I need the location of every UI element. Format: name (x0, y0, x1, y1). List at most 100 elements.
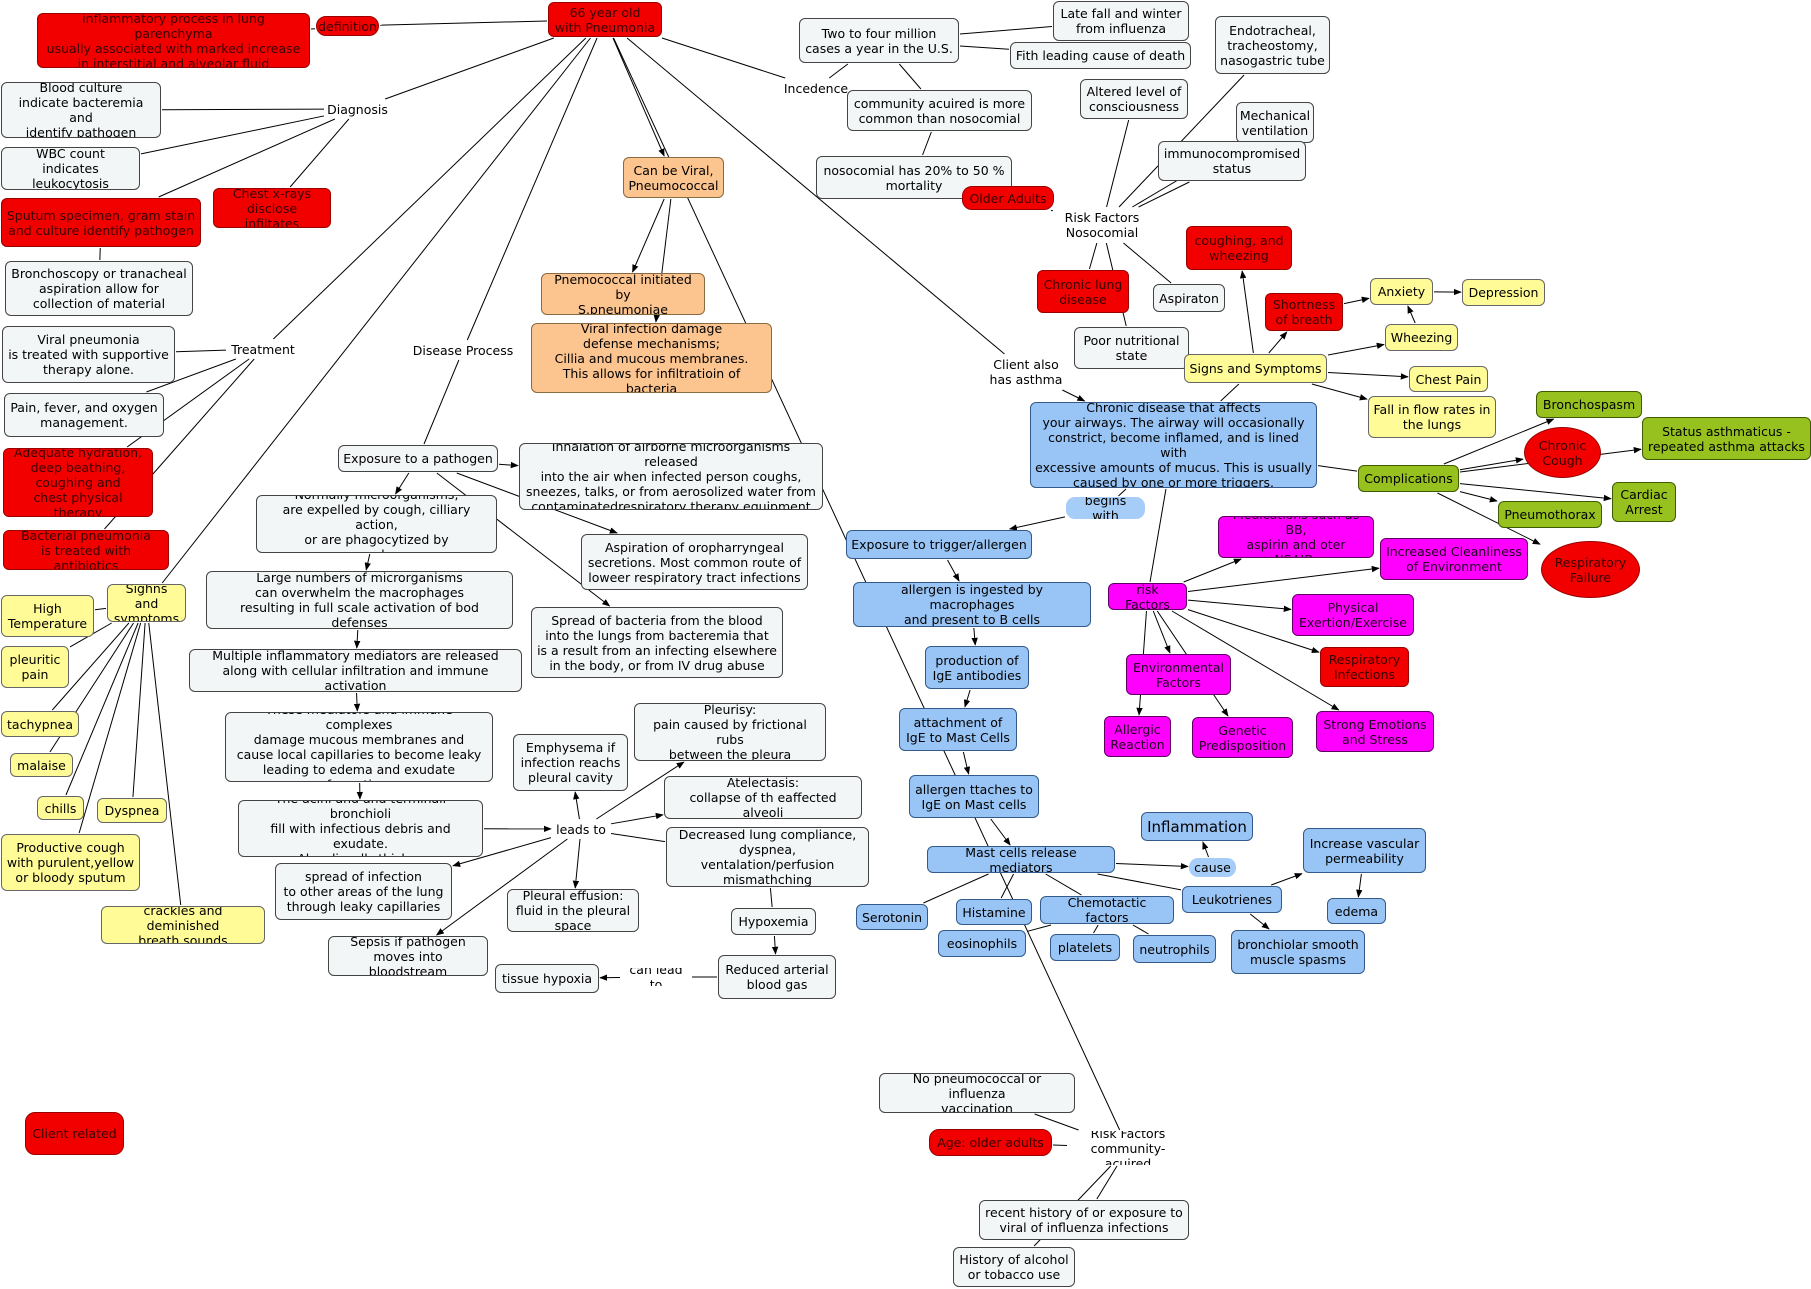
connector-root-to-client-asthma (626, 37, 1005, 355)
connector-risk-factors-a-to-medications (1183, 558, 1242, 583)
connector-mast-release-to-leukotrienes (1097, 873, 1182, 891)
bronchospasm-node: Bronchospasm (1536, 391, 1642, 418)
chronic-cough-node: Chronic Cough (1524, 427, 1601, 478)
pleurisy-node: Pleurisy: pain caused by frictional rubs… (634, 703, 826, 761)
can-lead-link-label: can lead to (621, 968, 691, 986)
connector-rf-nosocomial-to-immuno (1138, 181, 1190, 208)
client-related-node: Client related (25, 1112, 124, 1155)
connector-complications-to-cardiac (1459, 483, 1612, 502)
status-asth-node: Status asthmaticus - repeated asthma att… (1642, 417, 1811, 460)
connector-root-to-incidence (661, 37, 786, 79)
tachypnea-node: tachypnea (1, 711, 79, 737)
eosinophils-node: eosinophils (938, 930, 1026, 957)
anxiety-node: Anxiety (1370, 278, 1433, 305)
connector-client-asthma-to-chronic-disease (1062, 389, 1086, 402)
sepsis-node: Sepsis if pathogen moves into bloodstrea… (328, 936, 488, 976)
hydration-node: Adequate hydration, deep beathing, cough… (3, 448, 153, 517)
atelectasis-node: Atelectasis: collapse of th eaffected al… (664, 776, 862, 819)
wheezing-node: Wheezing (1385, 324, 1458, 351)
connector-rf-nosocomial-to-altered (1106, 119, 1130, 208)
productive-node: Productive cough with purulent,yellow or… (1, 834, 140, 891)
rf-community-link-label: Risk Factors community-acuired (1068, 1131, 1188, 1165)
connector-exposure-to-normally (395, 472, 410, 495)
connector-signs-symptoms-to-wheezing (1327, 342, 1385, 356)
increase-vasc-node: Increase vascular permeability (1303, 828, 1426, 873)
serotonin-node: Serotonin (856, 904, 928, 930)
pain-mgmt-node: Pain, fever, and oxygen management. (4, 393, 164, 437)
chronic-lung-node: Chronic lung disease (1037, 270, 1129, 313)
mechanical-node: Mechanical ventilation (1236, 102, 1314, 143)
cause-node: cause (1189, 858, 1236, 877)
connector-rf-community-to-no-vaccine (1034, 1113, 1079, 1131)
connector-two-four-to-late-fall (959, 26, 1053, 35)
cardiac-node: Cardiac Arrest (1612, 482, 1676, 522)
connector-root-to-viral-pneumo (612, 37, 665, 157)
blood-culture-node: Blood culture indicate bacteremia and id… (1, 82, 161, 138)
wbc-node: WBC count indicates leukocytosis (1, 147, 140, 190)
edema-node: edema (1327, 898, 1386, 924)
connector-ige-prod-to-attachment (963, 689, 971, 708)
connector-shortness-to-anxiety (1343, 296, 1370, 305)
allergic-node: Allergic Reaction (1104, 716, 1171, 757)
inhalation-node: Inhalation of airborne microorganisms re… (519, 443, 823, 510)
begins-with-node: begins with (1066, 497, 1145, 519)
connector-leukotrienes-to-bronchiolar (1249, 913, 1270, 930)
root-node: 66 year old with Pneumonia (548, 2, 662, 37)
cleanliness-node: Increased Cleanliness of Environment (1380, 538, 1528, 580)
xray-node: Chest x-rays disclose infiltates (213, 188, 331, 228)
incidence-link-label: Incedence (781, 79, 851, 97)
older-adults-node: Older Adults (962, 186, 1054, 210)
exposure-node: Exposure to a pathogen (338, 445, 498, 472)
acini-node: The acini and and terminall bronchioli f… (238, 800, 483, 857)
pneumothorax-node: Pneumothorax (1498, 501, 1602, 528)
connector-treatment-to-viral-tx (175, 349, 227, 353)
physical-node: Physical Exertion/Exercise (1292, 594, 1414, 636)
connector-treatment-to-pain-mgmt (146, 358, 237, 393)
crackles-node: crackles and deminished breath sounds (101, 906, 265, 944)
emphysema-node: Emphysema if infection reachs pleural ca… (513, 734, 628, 791)
connector-incidence-to-two-four (828, 63, 849, 79)
high-temp-node: High Temperature (1, 595, 94, 637)
reduced-node: Reduced arterial blood gas (718, 955, 836, 999)
connector-chronic-disease-to-signs-symptoms (1220, 383, 1240, 402)
connector-sighns-to-dyspnea (132, 622, 146, 798)
dyspnea-node: Dyspnea (97, 798, 167, 823)
connector-leads-to-to-pleurisy (596, 761, 685, 820)
endotracheal-node: Endotracheal, tracheostomy, nasogastric … (1215, 16, 1330, 74)
connector-mast-release-to-histamine (1000, 873, 1014, 899)
leukotrienes-node: Leukotrienes (1182, 886, 1282, 913)
spread-other-node: spread of infection to other areas of th… (275, 863, 452, 920)
tissue-node: tissue hypoxia (495, 964, 599, 993)
connector-signs-symptoms-to-coughing (1239, 270, 1254, 354)
connector-mast-release-to-chemotactic (1045, 873, 1082, 896)
neutrophils-node: neutrophils (1133, 935, 1216, 963)
resp-infections-node: Respiratory Infections (1320, 647, 1409, 687)
complications-node: Complications (1358, 465, 1459, 492)
connector-root-to-disease-process (466, 37, 598, 341)
connector-exposure-trigger-to-allergen-ingested (947, 559, 960, 582)
connector-diagnosis-to-sputum (158, 118, 336, 198)
connector-sighns-to-chills (65, 622, 139, 796)
connector-large-to-multiple (353, 629, 361, 649)
connector-complications-to-bronchospasm (1443, 418, 1555, 465)
connector-wheezing-to-anxiety (1407, 305, 1416, 324)
connector-begins-with-to-exposure-trigger (1008, 516, 1066, 531)
attachment-node: attachment of IgE to Mast Cells (899, 708, 1017, 751)
leads-to-link-label: leads to (552, 820, 610, 838)
diagnosis-link-label: Diagnosis (325, 100, 390, 118)
connector-mast-release-to-cause (1115, 862, 1189, 870)
connector-normally-to-large (364, 553, 371, 571)
connector-chemotactic-to-eosinophils (1026, 924, 1052, 932)
two-four-node: Two to four million cases a year in the … (799, 18, 959, 63)
multiple-node: Multiple inflammatory mediators are rele… (189, 649, 522, 692)
connector-community-to-nosocomial (922, 131, 932, 156)
mast-release-node: Mast cells release mediators (927, 846, 1115, 873)
connector-rf-nosocomial-to-chronic-lung (1088, 242, 1098, 270)
pleuritic-node: pleuritic pain (1, 646, 69, 688)
sighns-node: Sighns and symptoms (107, 584, 186, 622)
disease-process-link-label: Disease Process (408, 341, 518, 359)
connector-chronic-disease-to-complications (1317, 465, 1358, 472)
bact-tx-node: Bacterial pneumonia is treated with anti… (3, 530, 169, 570)
pnemo-init-node: Pnemococcal initiated by S.pneumoniae (541, 273, 705, 315)
